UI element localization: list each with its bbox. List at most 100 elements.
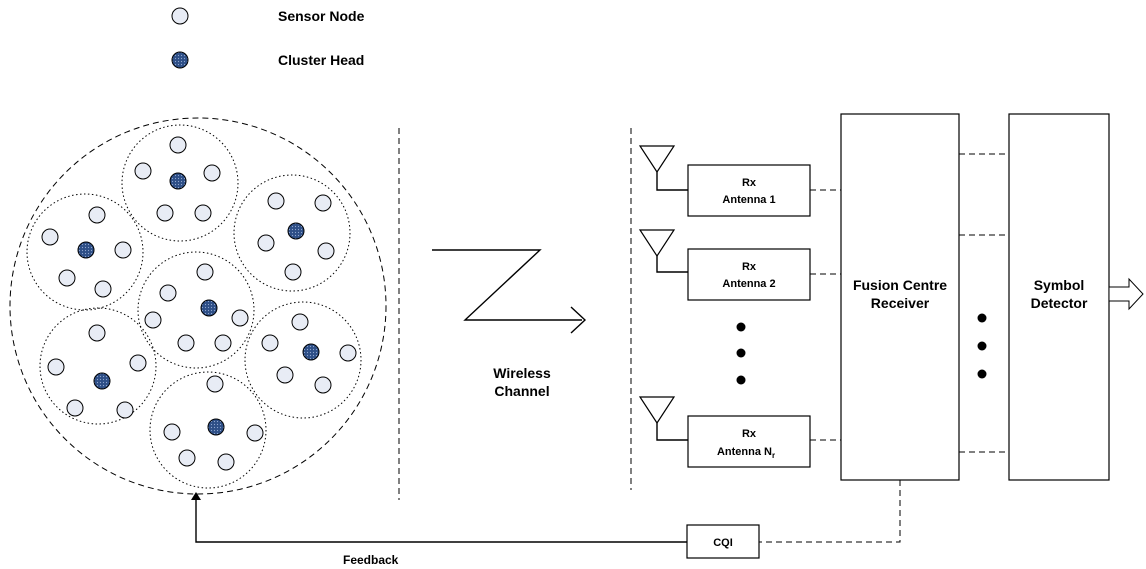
sensor-node	[214, 334, 232, 352]
sensor-node	[217, 453, 235, 471]
cluster-head	[302, 343, 320, 361]
legend: Sensor Node Cluster Head	[171, 7, 365, 69]
sensor-node	[267, 192, 285, 210]
sensor-node	[156, 204, 174, 222]
cluster-boundary	[233, 174, 351, 292]
cluster-head	[200, 299, 218, 317]
sensor-node	[134, 162, 152, 180]
sensor-node	[177, 334, 195, 352]
cluster-bottom	[149, 371, 267, 489]
sensor-node	[284, 263, 302, 281]
sensor-node	[169, 136, 187, 154]
sensor-node	[339, 344, 357, 362]
ellipsis-dot	[736, 375, 746, 385]
rx-nr-subscript: r	[772, 451, 775, 460]
cluster-boundary	[149, 371, 267, 489]
fusion-centre-receiver-box: Fusion Centre Receiver	[840, 113, 960, 481]
output-arrow-icon	[1108, 277, 1144, 311]
sensor-node	[58, 269, 76, 287]
sensor-node	[314, 194, 332, 212]
wireless-channel-arrow	[432, 249, 587, 334]
sensor-node	[66, 399, 84, 417]
sensor-node	[317, 242, 335, 260]
sensor-node	[206, 375, 224, 393]
feedback-arrowhead-icon	[191, 492, 201, 500]
ellipsis-dot	[736, 348, 746, 358]
cluster-head	[207, 418, 225, 436]
sensor-node	[194, 204, 212, 222]
cqi-label: CQI	[713, 537, 733, 549]
cluster-top	[121, 124, 239, 242]
cluster-head	[93, 372, 111, 390]
fusion-line2: Receiver	[871, 295, 930, 311]
fusion-to-cqi-line	[759, 480, 901, 543]
ellipsis-dot	[977, 341, 987, 351]
cluster-boundary	[244, 301, 362, 419]
sensor-node	[257, 234, 275, 252]
sensor-node	[114, 241, 132, 259]
detector-line2: Detector	[1031, 295, 1088, 311]
rx-nr-line2-main: Antenna N	[717, 446, 772, 458]
rx-antenna-2-box: Rx Antenna 2	[687, 248, 811, 301]
cluster-upper-left	[26, 193, 144, 311]
cluster-head	[287, 222, 305, 240]
antenna-nr-icon	[638, 396, 688, 441]
sensor-node	[246, 424, 264, 442]
rx-1-line2: Antenna 1	[722, 194, 775, 206]
cluster-lower-left	[39, 307, 157, 425]
cluster-head	[169, 172, 187, 190]
cluster-boundary	[121, 124, 239, 242]
rx-nr-line1: Rx	[742, 428, 757, 440]
wireless-label-line1: Wireless	[493, 365, 551, 381]
cluster-boundary	[26, 193, 144, 311]
symbol-detector-box: Symbol Detector	[1008, 113, 1110, 481]
network-boundary	[9, 117, 387, 495]
ellipsis-dot	[977, 369, 987, 379]
feedback-label: Feedback	[343, 553, 399, 567]
sensor-node	[178, 449, 196, 467]
ellipsis-dot	[977, 313, 987, 323]
sensor-node	[203, 164, 221, 182]
fusion-line1: Fusion Centre	[853, 277, 947, 293]
wireless-label-line2: Channel	[494, 383, 549, 399]
rx-antenna-1-box: Rx Antenna 1	[687, 164, 811, 217]
cluster-center	[137, 251, 255, 369]
sensor-node	[276, 366, 294, 384]
sensor-node	[159, 284, 177, 302]
sensor-node	[144, 311, 162, 329]
sensor-node	[261, 334, 279, 352]
cluster-right	[244, 301, 362, 419]
legend-sensor-node-icon	[171, 7, 189, 25]
sensor-node	[291, 313, 309, 331]
rx-antenna-nr-box: Rx Antenna Nr	[687, 415, 811, 468]
sensor-node	[231, 309, 249, 327]
cluster-boundary	[137, 251, 255, 369]
sensor-node	[94, 280, 112, 298]
sensor-node	[88, 324, 106, 342]
cluster-boundary	[39, 307, 157, 425]
sensor-node	[88, 206, 106, 224]
sensor-node	[196, 263, 214, 281]
detector-line1: Symbol	[1034, 277, 1085, 293]
rx-2-line2: Antenna 2	[722, 278, 775, 290]
feedback-line	[195, 498, 687, 543]
sensor-node	[41, 228, 59, 246]
antenna-2-icon	[638, 229, 688, 273]
legend-cluster-head-icon	[171, 51, 189, 69]
sensor-node	[129, 354, 147, 372]
sensor-node	[47, 358, 65, 376]
rx-2-line1: Rx	[742, 261, 757, 273]
legend-sensor-node-label: Sensor Node	[278, 8, 365, 24]
cluster-head	[77, 241, 95, 259]
sensor-node	[116, 401, 134, 419]
rx-nr-line2: Antenna Nr	[717, 446, 775, 460]
sensor-node	[163, 423, 181, 441]
rx-1-line1: Rx	[742, 177, 757, 189]
sensor-network	[9, 117, 387, 495]
legend-cluster-head-label: Cluster Head	[278, 52, 364, 68]
antenna-1-icon	[638, 145, 688, 191]
sensor-node	[314, 376, 332, 394]
cqi-box: CQI	[686, 524, 760, 559]
cluster-upper-right	[233, 174, 351, 292]
